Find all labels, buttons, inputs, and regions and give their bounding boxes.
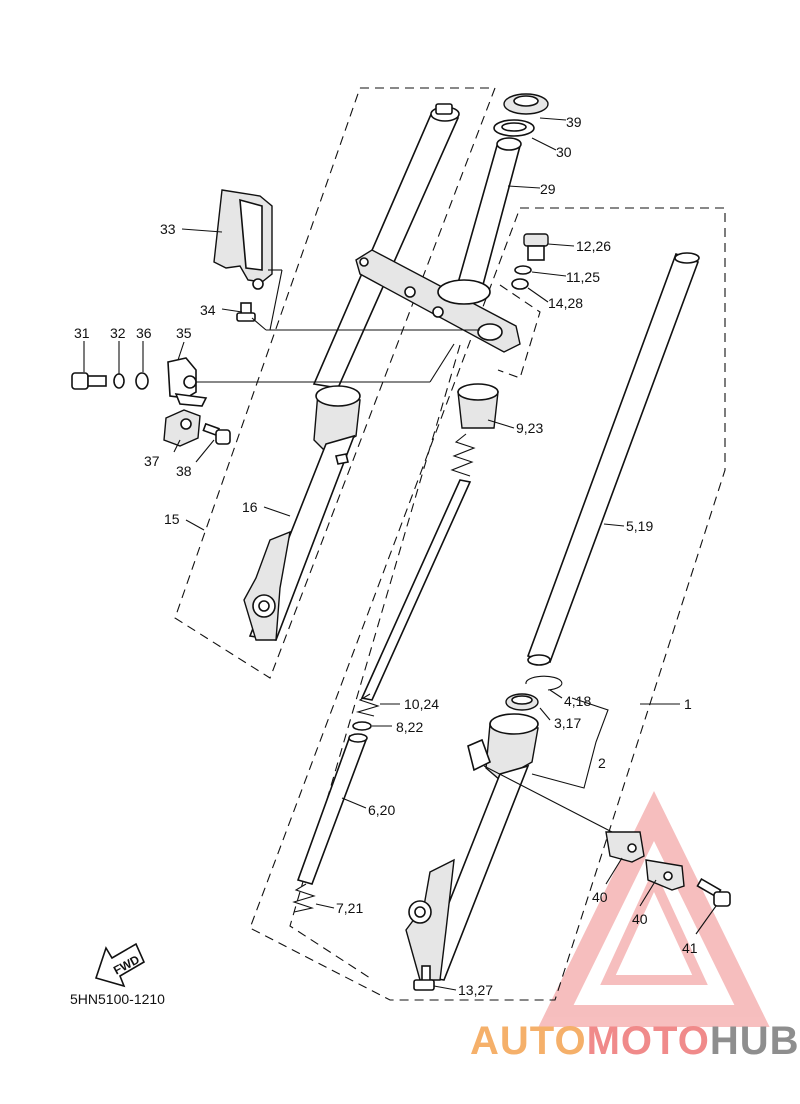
callout-16: 16 — [242, 499, 258, 515]
leader-lines — [83, 117, 717, 991]
bolt-31-part — [71, 372, 107, 390]
callout-8-22: 8,22 — [396, 719, 423, 735]
washer-32-part — [113, 373, 125, 389]
fork-spring-10-part — [355, 433, 476, 717]
callout-7-21: 7,21 — [336, 900, 363, 916]
callout-14-28: 14,28 — [548, 295, 583, 311]
washer-36-part — [135, 372, 149, 390]
callout-3-17: 3,17 — [554, 715, 581, 731]
brand-wordmark: AUTOMOTOHUB — [470, 1019, 800, 1063]
assembly-boundaries — [174, 87, 726, 1001]
callout-15: 15 — [164, 511, 180, 527]
cap-bolt-12-part — [523, 233, 549, 261]
bearing-race-39-part — [503, 93, 549, 115]
callout-6-20: 6,20 — [368, 802, 395, 818]
spacer-9-part — [457, 383, 499, 429]
callout-40b: 40 — [632, 911, 648, 927]
callout-30: 30 — [556, 144, 572, 160]
bolt-13-part — [413, 965, 435, 991]
inner-tube-5-part — [526, 252, 700, 666]
bolt-41-part — [696, 877, 731, 907]
callout-10-24: 10,24 — [404, 696, 439, 712]
fwd-arrow-icon: FWD — [94, 942, 146, 988]
circlip-4-part — [525, 675, 563, 691]
callout-9-23: 9,23 — [516, 420, 543, 436]
brand-part-1: AUTO — [470, 1019, 587, 1063]
callout-38: 38 — [176, 463, 192, 479]
callout-34: 34 — [200, 302, 216, 318]
callout-36: 36 — [136, 325, 152, 341]
o-ring-11-part — [514, 265, 532, 275]
brand-part-2: MOTO — [587, 1019, 710, 1063]
watermark-logo — [538, 791, 770, 1027]
callout-5-19: 5,19 — [626, 518, 653, 534]
callout-13-27: 13,27 — [458, 982, 493, 998]
holder-37-part — [163, 409, 201, 447]
callout-1: 1 — [684, 696, 692, 712]
callout-29: 29 — [540, 181, 556, 197]
callout-2: 2 — [598, 755, 606, 771]
ring-8-part — [352, 721, 372, 731]
diagram-code: 5HN5100-1210 — [70, 991, 165, 1007]
fork-guard-part — [213, 189, 273, 290]
callout-12-26: 12,26 — [576, 238, 611, 254]
callout-32: 32 — [110, 325, 126, 341]
callout-39: 39 — [566, 114, 582, 130]
callout-40a: 40 — [592, 889, 608, 905]
callout-37: 37 — [144, 453, 160, 469]
callout-41: 41 — [682, 940, 698, 956]
callout-11-25: 11,25 — [566, 269, 600, 285]
bolt-34-part — [236, 302, 256, 322]
washer-14-part — [511, 278, 529, 290]
steering-stem-29-part — [355, 137, 522, 353]
outer-tube-2-part — [405, 713, 539, 981]
callout-labels: 39 30 29 33 12,26 11,25 14,28 34 31 32 3… — [74, 114, 698, 998]
damper-rod-6-part — [292, 733, 368, 913]
oil-seal-3-part — [505, 693, 539, 711]
callout-35: 35 — [176, 325, 192, 341]
clamp-40b-part — [645, 859, 685, 891]
callout-31: 31 — [74, 325, 90, 341]
clamp-40-part — [605, 831, 645, 863]
fork-assembly-15-part — [243, 103, 460, 641]
brand-part-3: HUB — [710, 1019, 800, 1063]
bearing-30-part — [493, 119, 535, 137]
callout-33: 33 — [160, 221, 176, 237]
callout-4-18: 4,18 — [564, 693, 591, 709]
bolt-38-part — [202, 422, 231, 445]
